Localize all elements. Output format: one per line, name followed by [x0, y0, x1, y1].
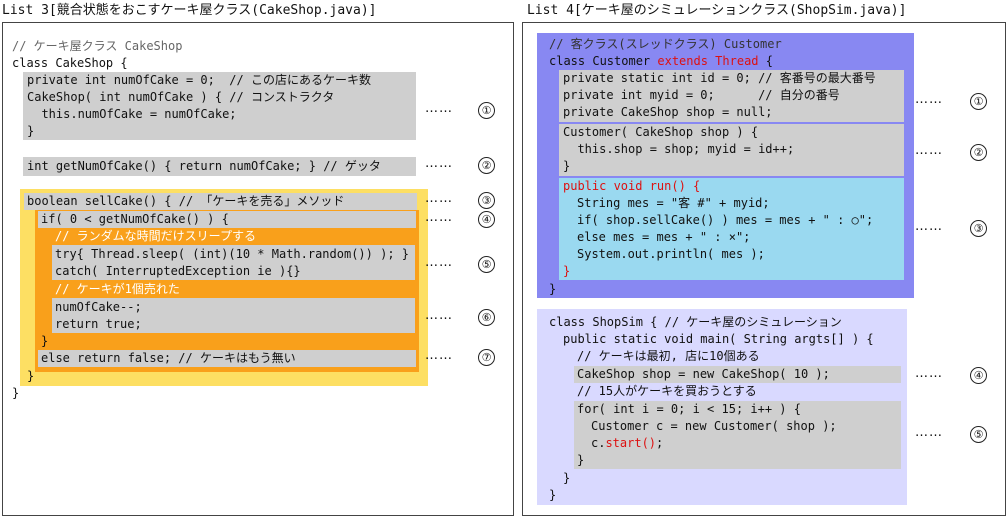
list3-sellcake-close: }: [27, 369, 35, 383]
list4-dots-5: ……: [915, 425, 943, 440]
list3-marker-6: ⑥: [478, 309, 495, 326]
list3-block-else: [38, 350, 416, 367]
list3-constructor: CakeShop( int numOfCake ) { // コンストラクタ: [27, 90, 335, 104]
list4-for-loop: for( int i = 0; i < 15; i++ ) {: [577, 402, 801, 416]
list4-extends-thread: extends Thread: [657, 54, 759, 68]
list3-marker-5: ⑤: [478, 256, 495, 273]
list4-run-println: System.out.println( mes );: [577, 247, 765, 261]
list3-if-header: [38, 211, 416, 228]
list3-marker-7: ⑦: [478, 349, 495, 366]
list4-start-semicolon: ;: [656, 436, 664, 450]
list4-block-run: [559, 178, 904, 280]
list3-if-condition: if( 0 < getNumOfCake() ) {: [41, 212, 229, 226]
list3-if-close: }: [41, 334, 49, 348]
list3-constructor-body: this.numOfCake = numOfCake;: [27, 107, 237, 121]
list4-dots-4: ……: [915, 366, 943, 381]
list4-title: List 4[ケーキ屋のシミュレーションクラス(ShopSim.java)]: [527, 3, 907, 18]
list4-field-shop: private CakeShop shop = null;: [563, 105, 773, 119]
list4-run-decl: public void run() {: [563, 179, 701, 193]
list4-new-cakeshop: CakeShop shop = new CakeShop( 10 );: [577, 367, 830, 381]
list3-sellcake-decl: boolean sellCake() { // 「ケーキを売る」メソッド: [27, 194, 345, 208]
list4-run-else: else mes = mes + " : ×";: [577, 230, 751, 244]
list3-block-decrement: [52, 298, 415, 333]
list4-marker-3: ③: [970, 220, 987, 237]
list3-dots-7: ……: [425, 348, 453, 363]
list4-dots-3: ……: [915, 219, 943, 234]
list4-class-customer: class Customer extends Thread {: [549, 53, 773, 70]
list4-block-for: [574, 401, 901, 469]
list4-run-if: if( shop.sellCake() ) mes = mes + " : ○"…: [577, 213, 874, 227]
list4-constructor-body: this.shop = shop; myid = id++;: [563, 142, 795, 156]
list4-run-mes: String mes = "客 #" + myid;: [577, 196, 770, 210]
list3-sellcake-header: [24, 193, 417, 210]
list4-marker-2: ②: [970, 144, 987, 161]
list4-dots-1: ……: [915, 92, 943, 107]
list4-start-receiver: c.: [591, 436, 606, 450]
list4-constructor-close: }: [563, 159, 571, 173]
list4-comment-initial: // ケーキは最初, 店に10個ある: [577, 349, 760, 363]
list3-title: List 3[競合状態をおこすケーキ屋クラス(CakeShop.java)]: [2, 3, 377, 18]
list4-start-call: c.start();: [591, 435, 663, 452]
list4-field-id: private static int id = 0; // 客番号の最大番号: [563, 71, 876, 85]
list3-dots-3: ……: [425, 191, 453, 206]
list3-block-if: [35, 210, 419, 372]
list4-comment-customer: // 客クラス(スレッドクラス) Customer: [549, 37, 782, 51]
list3-getter: int getNumOfCake() { return numOfCake; }…: [27, 159, 381, 173]
list4-customer-close: }: [549, 282, 557, 296]
list3-comment-cakeshop: // ケーキ屋クラス CakeShop: [12, 39, 183, 53]
list4-run-close: }: [563, 264, 571, 278]
list3-marker-1: ①: [478, 102, 495, 119]
list3-class-close: }: [12, 386, 20, 400]
list3-constructor-close: }: [27, 124, 35, 138]
list3-return-true: return true;: [55, 317, 142, 331]
list4-marker-5: ⑤: [970, 426, 987, 443]
list4-block-newshop: [574, 366, 901, 383]
list4-class-shopsim: class ShopSim { // ケーキ屋のシミュレーション: [549, 315, 842, 329]
list4-comment-buyers: // 15人がケーキを買おうとする: [577, 384, 757, 398]
list3-dots-4: ……: [425, 210, 453, 225]
list3-block-fields: [23, 72, 416, 140]
list3-dots-1: ……: [425, 101, 453, 116]
list4-shopsim-close: }: [549, 488, 557, 502]
list4-main-decl: public static void main( String argts[] …: [563, 332, 874, 346]
list3-else: else return false; // ケーキはもう無い: [41, 351, 296, 365]
list3-block-getter: [23, 157, 416, 176]
list3-class-decl: class CakeShop {: [12, 56, 128, 70]
list4-new-customer: Customer c = new Customer( shop );: [591, 419, 837, 433]
list3-catch: catch( InterruptedException ie ){}: [55, 264, 301, 278]
list3-dots-5: ……: [425, 255, 453, 270]
list3-decrement: numOfCake--;: [55, 300, 142, 314]
list4-class-customer-brace: {: [758, 54, 773, 68]
list3-marker-3: ③: [478, 192, 495, 209]
list4-block-constructor: [559, 124, 904, 176]
list3-marker-2: ②: [478, 157, 495, 174]
list4-marker-4: ④: [970, 367, 987, 384]
list3-dots-2: ……: [425, 156, 453, 171]
list4-constructor: Customer( CakeShop shop ) {: [563, 125, 759, 139]
list3-block-sleep: [52, 245, 415, 280]
list4-marker-1: ①: [970, 93, 987, 110]
list4-start-method: start(): [605, 436, 657, 450]
list3-dots-6: ……: [425, 308, 453, 323]
list4-field-myid: private int myid = 0; // 自分の番号: [563, 88, 840, 102]
list4-dots-2: ……: [915, 143, 943, 158]
list3-try-sleep: try{ Thread.sleep( (int)(10 * Math.rando…: [55, 247, 410, 261]
list4-main-close: }: [563, 471, 571, 485]
list3-comment-sleep: // ランダムな時間だけスリープする: [55, 229, 256, 243]
list3-field-numofcake: private int numOfCake = 0; // この店にあるケーキ数: [27, 73, 371, 87]
list3-comment-sold: // ケーキが1個売れた: [55, 282, 180, 296]
list3-marker-4: ④: [478, 211, 495, 228]
list4-for-close: }: [577, 453, 585, 467]
list4-class-customer-name: class Customer: [549, 54, 658, 68]
list4-block-fields: [559, 70, 904, 122]
